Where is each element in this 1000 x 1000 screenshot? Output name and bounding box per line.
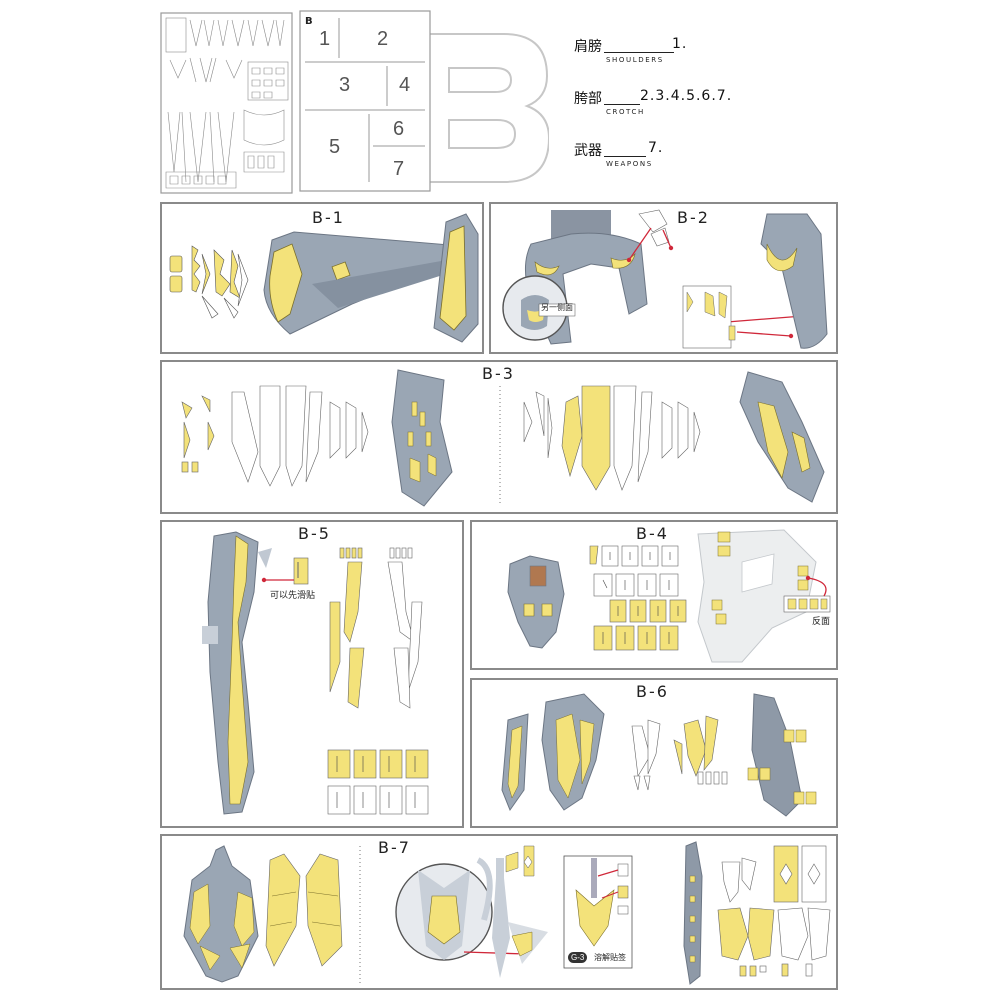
legend-row-weapons: 武器 7. WEAPONS [574,138,794,174]
legend-row-crotch: 胯部 2.3.4.5.6.7. CROTCH [574,86,794,122]
b1-diagram [169,213,479,343]
decal-sheet-thumbnail [160,12,293,194]
b4-note: 反面 [812,617,831,627]
legend-cn: 胯部 [574,91,602,107]
overview-cell-1: 1 [319,28,331,50]
panel-b7: B-7 [160,834,838,990]
b2-note: 另一侧面 [541,303,573,312]
panel-b6: B-6 [470,678,838,828]
panel-b3: B-3 [160,360,838,514]
legend-underline [604,104,640,105]
panel-b2: B-2 另一侧面 [489,202,838,354]
b6-diagram [501,693,817,817]
legend-underline [604,156,646,157]
sheet-overview-map: B 1 2 3 4 5 6 7 B [299,10,549,192]
legend: 肩膀 1. SHOULDERS 胯部 2.3.4.5.6.7. CROTCH 武… [574,30,794,180]
b5-note: 可以先滑贴 [270,591,316,601]
panel-b1: B-1 [160,202,484,354]
panel-title: B-7 [378,838,411,857]
b3-diagram [181,369,825,507]
legend-en: CROTCH [606,108,645,116]
legend-cn: 武器 [574,143,602,159]
panel-title: B-5 [298,524,331,543]
legend-en: SHOULDERS [606,56,664,64]
overview-cell-6: 6 [393,118,405,140]
panel-title: B-2 [677,208,710,227]
overview-cell-4: 4 [399,74,411,96]
panel-title: B-4 [636,524,669,543]
legend-row-shoulders: 肩膀 1. SHOULDERS [574,34,794,70]
panel-title: B-6 [636,682,669,701]
b7-diagram [183,841,831,985]
legend-parts: 1. [672,36,688,52]
b7-note: 溶解贴签 [594,953,626,962]
overview-cell-2: 2 [377,28,389,50]
overview-sheet-letter: B [305,16,313,27]
overview-cell-7: 7 [393,158,405,180]
b7-part-badge: G-3 [568,952,588,963]
legend-cn: 肩膀 [574,39,602,55]
overview-cell-3: 3 [339,74,351,96]
legend-parts: 7. [648,140,664,156]
overview-cell-5: 5 [329,136,341,158]
panel-title: B-3 [482,364,515,383]
b2-diagram [502,209,828,349]
panel-b4: B-4 [470,520,838,670]
panel-title: B-1 [312,208,345,227]
legend-parts: 2.3.4.5.6.7. [640,88,733,104]
legend-en: WEAPONS [606,160,653,168]
b5-diagram [202,531,429,815]
b4-diagram [507,529,831,663]
panel-b5: B-5 [160,520,464,828]
legend-underline [604,52,674,53]
